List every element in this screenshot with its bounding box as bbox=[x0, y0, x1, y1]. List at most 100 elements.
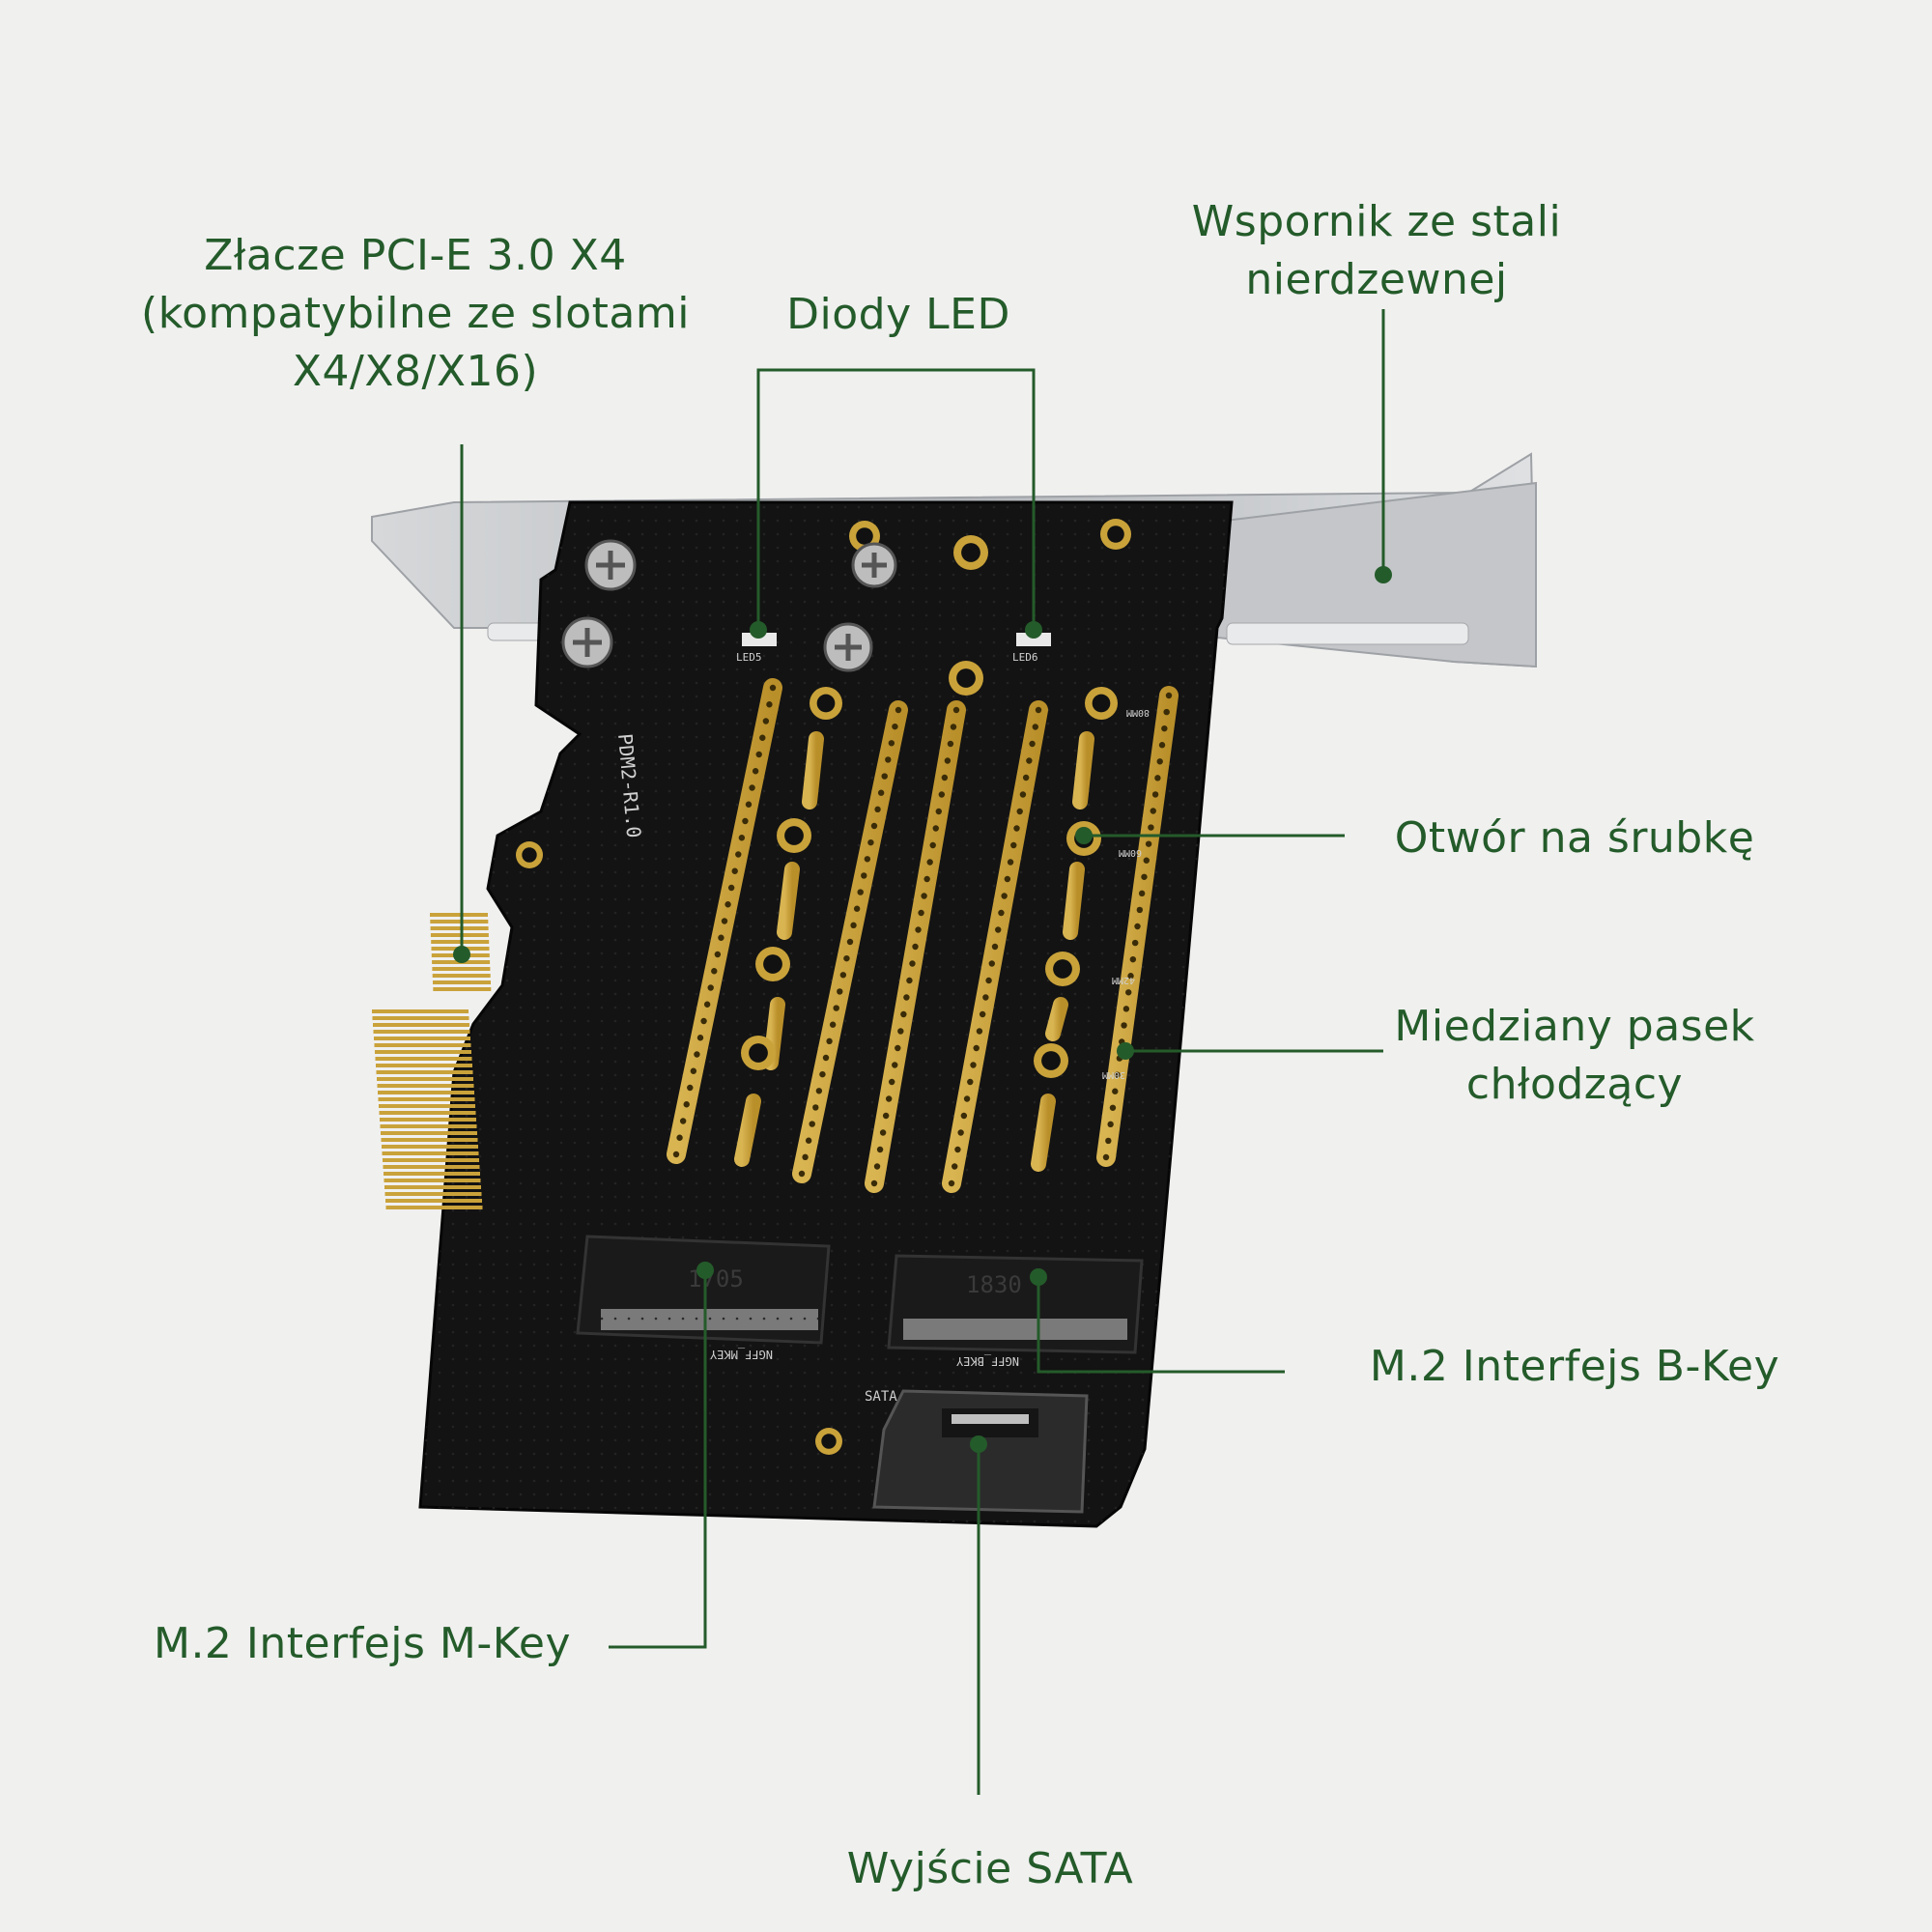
label-m-key-line1: M.2 Interfejs M-Key bbox=[153, 1619, 571, 1668]
screw-hole-center bbox=[821, 1434, 837, 1449]
copper-strip-dot bbox=[857, 889, 864, 895]
copper-strip-dot bbox=[839, 972, 847, 979]
copper-strip-dot bbox=[745, 801, 753, 808]
copper-strip-dot bbox=[833, 1005, 839, 1011]
pcie-finger bbox=[385, 1199, 482, 1203]
copper-strip-dot bbox=[947, 740, 954, 748]
leader-lines bbox=[453, 309, 1392, 1795]
copper-strip-dot bbox=[952, 1163, 958, 1170]
copper-strip-dot bbox=[903, 994, 910, 1001]
copper-strip-short bbox=[734, 1094, 761, 1167]
copper-strip-dot bbox=[1026, 757, 1033, 764]
copper-strip-dot bbox=[861, 872, 867, 879]
pointer-screw-hole bbox=[1075, 827, 1093, 844]
pointer-led-left bbox=[750, 621, 767, 639]
copper-strip-dot bbox=[941, 774, 949, 781]
copper-strip-dot bbox=[1158, 742, 1166, 749]
copper-strip-dot bbox=[1007, 859, 1014, 866]
copper-strip-dot bbox=[837, 988, 843, 995]
copper-strip-dot bbox=[1121, 1022, 1127, 1029]
copper-strip-dot bbox=[963, 1095, 971, 1102]
copper-strip-dot bbox=[1141, 873, 1148, 880]
pcie-finger bbox=[384, 1185, 481, 1189]
copper-strip-dot bbox=[870, 822, 878, 830]
copper-strip-dot bbox=[892, 1062, 898, 1068]
copper-strip-dot bbox=[991, 943, 999, 951]
copper-strip-dot bbox=[1107, 1121, 1114, 1128]
copper-strip-dot bbox=[1122, 1006, 1130, 1012]
pcie-finger bbox=[380, 1118, 476, 1122]
copper-strip-dot bbox=[843, 954, 850, 962]
copper-cooling-strips bbox=[667, 678, 1179, 1193]
copper-strip-dot bbox=[877, 789, 885, 796]
copper-strip-dot bbox=[1001, 893, 1008, 899]
copper-strip-dot bbox=[976, 1028, 983, 1035]
copper-strip-dot bbox=[1019, 791, 1027, 798]
pcie-finger bbox=[433, 987, 492, 991]
screw-hole-center bbox=[956, 668, 976, 688]
pcie-finger bbox=[431, 940, 490, 944]
copper-strip-dot bbox=[988, 960, 995, 967]
leader-led bbox=[756, 368, 1036, 630]
pcie-finger bbox=[382, 1151, 479, 1155]
copper-strip-dot bbox=[826, 1037, 833, 1045]
copper-strip-dot bbox=[1102, 1153, 1110, 1161]
copper-strip-dot bbox=[1150, 808, 1156, 814]
pointer-b-key bbox=[1030, 1268, 1047, 1286]
copper-strip-dot bbox=[735, 851, 742, 858]
copper-strip-dot bbox=[1134, 923, 1141, 930]
copper-strip-dot bbox=[714, 951, 722, 958]
copper-strip-dot bbox=[870, 1179, 878, 1187]
copper-strip-dot bbox=[846, 938, 854, 946]
pcie-finger bbox=[430, 926, 489, 930]
screw-hole-center bbox=[763, 954, 782, 974]
copper-strip-dot bbox=[973, 1044, 980, 1052]
copper-strip-dot bbox=[960, 1112, 968, 1120]
sata-marking: SATA bbox=[865, 1389, 897, 1405]
copper-strip-short bbox=[1045, 997, 1068, 1041]
copper-strip-dot bbox=[711, 968, 718, 975]
copper-strip-dot bbox=[1136, 906, 1144, 914]
pcie-finger bbox=[375, 1050, 471, 1054]
copper-strip-dot bbox=[696, 1035, 704, 1041]
copper-strip-dot bbox=[703, 1001, 711, 1008]
pcie-finger bbox=[376, 1070, 473, 1074]
pcie-finger bbox=[433, 980, 491, 984]
copper-strip-dot bbox=[1145, 840, 1152, 847]
pointer-bracket bbox=[1375, 566, 1392, 583]
pcie-finger bbox=[384, 1172, 480, 1176]
copper-strip-dot bbox=[798, 1170, 806, 1178]
copper-strip-dot bbox=[918, 909, 924, 917]
leader-m-key bbox=[609, 1270, 707, 1649]
copper-strip-dot bbox=[769, 684, 777, 692]
screw-hole-center bbox=[816, 694, 836, 713]
pointer-copper bbox=[1117, 1042, 1134, 1060]
copper-strip-dot bbox=[1035, 706, 1042, 714]
copper-strip-dot bbox=[912, 943, 919, 951]
copper-strip-dot bbox=[707, 984, 714, 991]
copper-strip-dot bbox=[749, 784, 755, 791]
copper-strip-dot bbox=[926, 859, 933, 866]
copper-strip-dot bbox=[1114, 1071, 1121, 1078]
label-led: Diody LED bbox=[753, 286, 1043, 344]
copper-strip-dot bbox=[967, 1078, 974, 1086]
m2-b-key-connector bbox=[887, 1254, 1144, 1354]
label-b-key: M.2 Interfejs B-Key bbox=[1348, 1338, 1802, 1396]
copper-strip-dot bbox=[938, 791, 946, 798]
pcie-finger bbox=[381, 1138, 478, 1142]
pcie-finger bbox=[430, 933, 489, 937]
b-code-text: 1830 bbox=[966, 1271, 1022, 1298]
copper-strip-short bbox=[777, 862, 800, 940]
copper-strip-dot bbox=[1004, 875, 1011, 883]
m2-m-key-connector bbox=[576, 1235, 831, 1345]
copper-strip-dot bbox=[1151, 791, 1159, 798]
copper-strip-dot bbox=[742, 817, 749, 825]
pcie-finger bbox=[372, 1016, 469, 1020]
copper-strip-dot bbox=[850, 922, 857, 929]
pcie-finger bbox=[380, 1124, 477, 1128]
label-screw-hole: Otwór na śrubkę bbox=[1372, 810, 1777, 867]
copper-strip-dot bbox=[762, 718, 770, 724]
screw-hole-center bbox=[1107, 526, 1124, 543]
copper-strip-dot bbox=[690, 1067, 697, 1074]
